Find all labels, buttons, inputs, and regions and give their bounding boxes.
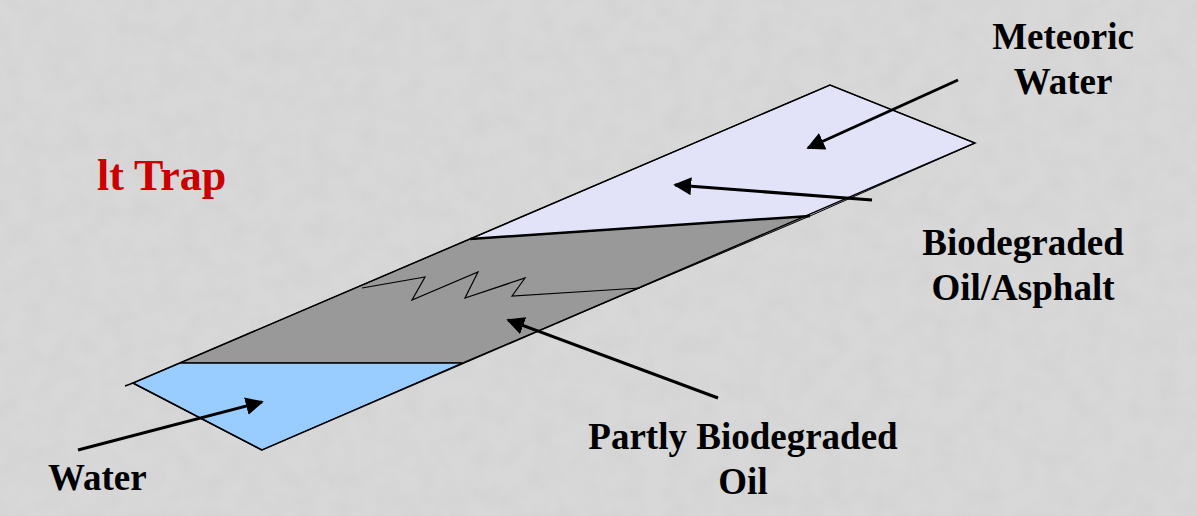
zone-label: Partly Biodegraded Oil xyxy=(578,414,908,504)
leader-arrow xyxy=(508,320,718,398)
asphalt-seal-line xyxy=(470,216,810,239)
zone-label: Biodegraded Oil/Asphalt xyxy=(868,220,1178,310)
slide-title: lt Trap xyxy=(97,150,357,202)
oil-zone xyxy=(180,216,810,363)
zone-label: Water xyxy=(48,455,188,500)
slab-outline xyxy=(133,85,975,450)
zone-label: Meteoric Water xyxy=(968,14,1158,104)
leader-arrow xyxy=(78,402,262,450)
oil-water-contact xyxy=(180,363,462,364)
degradation-front xyxy=(362,272,640,300)
leader-arrow xyxy=(808,80,958,148)
water-zone xyxy=(133,363,462,450)
leader-arrow xyxy=(675,185,872,200)
